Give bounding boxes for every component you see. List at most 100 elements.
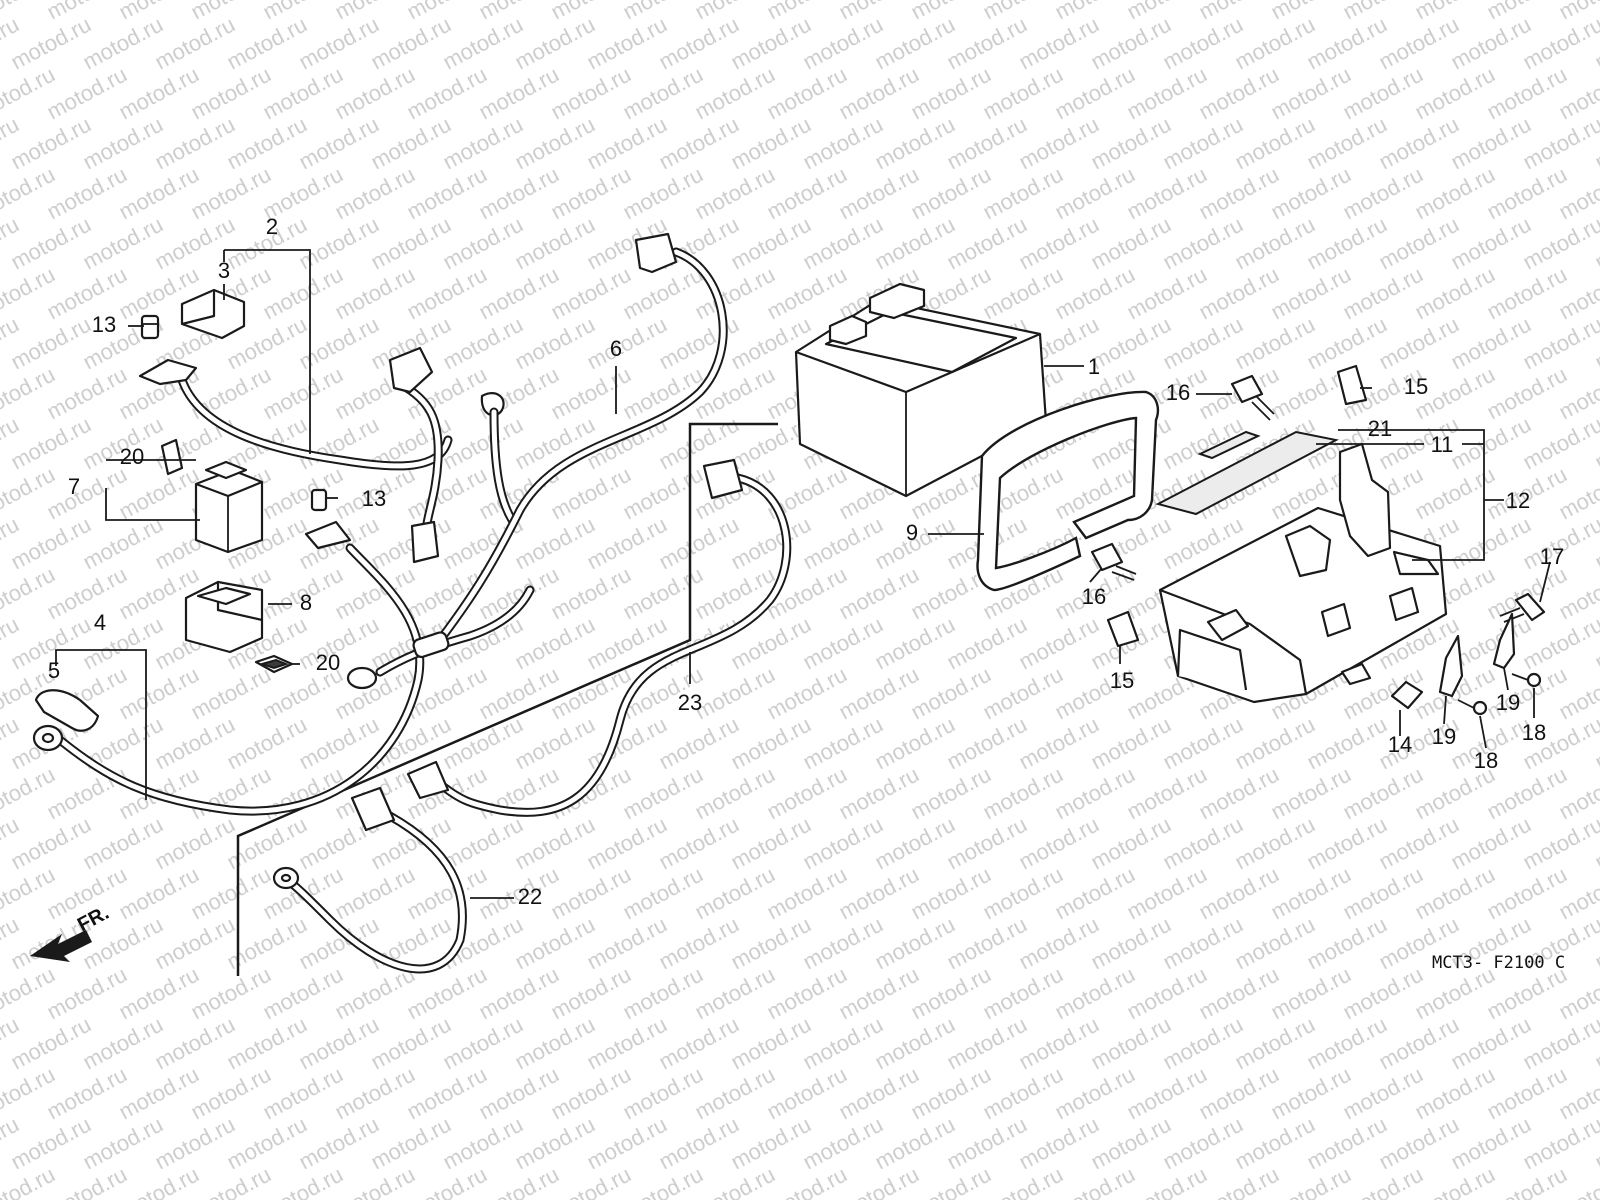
- watermark-text: motod.ru: [619, 262, 707, 325]
- watermark-text: motod.ru: [871, 1012, 959, 1075]
- watermark-text: motod.ru: [1483, 162, 1571, 225]
- watermark-text: motod.ru: [259, 962, 347, 1025]
- watermark-text: motod.ru: [79, 512, 167, 575]
- watermark-text: motod.ru: [871, 12, 959, 75]
- watermark-text: motod.ru: [115, 162, 203, 225]
- watermark-text: motod.ru: [979, 162, 1067, 225]
- watermark-text: motod.ru: [1159, 12, 1247, 75]
- watermark-text: motod.ru: [943, 912, 1031, 975]
- watermark-text: motod.ru: [655, 12, 743, 75]
- watermark-text: motod.ru: [655, 512, 743, 575]
- watermark-text: motod.ru: [619, 962, 707, 1025]
- watermark-text: motod.ru: [1159, 1012, 1247, 1075]
- watermark-text: motod.ru: [799, 712, 887, 775]
- watermark-text: motod.ru: [511, 612, 599, 675]
- watermark-text: motod.ru: [1231, 212, 1319, 275]
- watermark-text: motod.ru: [1483, 262, 1571, 325]
- callout-6: 6: [610, 336, 622, 361]
- watermark-text: motod.ru: [943, 1112, 1031, 1175]
- watermark-text: motod.ru: [1375, 112, 1463, 175]
- watermark-text: motod.ru: [439, 112, 527, 175]
- watermark-text: motod.ru: [1051, 162, 1139, 225]
- watermark-text: motod.ru: [43, 162, 131, 225]
- watermark-text: motod.ru: [943, 612, 1031, 675]
- watermark-text: motod.ru: [1483, 362, 1571, 425]
- watermark-text: motod.ru: [259, 1062, 347, 1125]
- pad-21: [1197, 430, 1261, 460]
- callout-20-lower: 20: [316, 650, 340, 675]
- watermark-text: motod.ru: [1051, 762, 1139, 825]
- watermark-text: motod.ru: [799, 512, 887, 575]
- watermark-text: motod.ru: [619, 1062, 707, 1125]
- watermark-text: motod.ru: [151, 1012, 239, 1075]
- watermark-text: motod.ru: [1375, 812, 1463, 875]
- watermark-text: motod.ru: [691, 1062, 779, 1125]
- callout-8: 8: [300, 590, 312, 615]
- watermark-text: motod.ru: [1231, 1112, 1319, 1175]
- watermark-text: motod.ru: [259, 262, 347, 325]
- screw-18-left: [1457, 699, 1488, 716]
- watermark-text: motod.ru: [187, 662, 275, 725]
- watermark-text: motod.ru: [655, 712, 743, 775]
- watermark-text: motod.ru: [79, 1112, 167, 1175]
- callout-21: 21: [1368, 416, 1392, 441]
- watermark-text: motod.ru: [1483, 862, 1571, 925]
- watermark-text: motod.ru: [367, 12, 455, 75]
- watermark-text: motod.ru: [7, 412, 95, 475]
- watermark-text: motod.ru: [1087, 12, 1175, 75]
- watermark-text: motod.ru: [1051, 962, 1139, 1025]
- watermark-text: motod.ru: [979, 62, 1067, 125]
- watermark-text: motod.ru: [43, 262, 131, 325]
- watermark-text: motod.ru: [547, 162, 635, 225]
- watermark-text: motod.ru: [43, 462, 131, 525]
- battery-box: [1158, 442, 1448, 704]
- watermark-text: motod.ru: [151, 1112, 239, 1175]
- watermark-text: motod.ru: [1411, 462, 1499, 525]
- watermark-text: motod.ru: [1015, 12, 1103, 75]
- watermark-text: motod.ru: [1087, 212, 1175, 275]
- watermark-text: motod.ru: [943, 112, 1031, 175]
- watermark-text: motod.ru: [1015, 212, 1103, 275]
- clip-14: [1390, 680, 1424, 710]
- watermark-text: motod.ru: [1195, 62, 1283, 125]
- watermark-text: motod.ru: [511, 12, 599, 75]
- watermark-text: motod.ru: [763, 1062, 851, 1125]
- watermark-text: motod.ru: [115, 962, 203, 1025]
- watermark-text: motod.ru: [1303, 712, 1391, 775]
- callout-16-upper: 16: [1166, 380, 1190, 405]
- watermark-text: motod.ru: [511, 1012, 599, 1075]
- watermark-text: motod.ru: [583, 512, 671, 575]
- watermark-text: motod.ru: [1267, 62, 1355, 125]
- watermark-text: motod.ru: [1267, 262, 1355, 325]
- bolt-16-upper: [1230, 374, 1275, 421]
- callout-5: 5: [48, 658, 60, 683]
- watermark-text: motod.ru: [1303, 1112, 1391, 1175]
- watermark-text: motod.ru: [727, 812, 815, 875]
- watermark-text: motod.ru: [115, 1062, 203, 1125]
- watermark-text: motod.ru: [799, 912, 887, 975]
- watermark-text: motod.ru: [1159, 212, 1247, 275]
- watermark-text: motod.ru: [79, 812, 167, 875]
- watermark-text: motod.ru: [1015, 712, 1103, 775]
- fuse-20-lower: [254, 654, 294, 674]
- watermark-text: motod.ru: [583, 1112, 671, 1175]
- watermark-text: motod.ru: [259, 362, 347, 425]
- watermark-text: motod.ru: [1303, 212, 1391, 275]
- watermark-text: motod.ru: [403, 462, 491, 525]
- screw-18-right: [1511, 672, 1542, 688]
- watermark-text: motod.ru: [331, 62, 419, 125]
- watermark-text: motod.ru: [223, 112, 311, 175]
- watermark-text: motod.ru: [43, 962, 131, 1025]
- callout-7: 7: [68, 474, 80, 499]
- watermark-text: motod.ru: [1123, 1062, 1211, 1125]
- watermark-text: motod.ru: [223, 1112, 311, 1175]
- cable-23: [406, 458, 792, 817]
- watermark-text: motod.ru: [511, 1112, 599, 1175]
- watermark-text: motod.ru: [1411, 62, 1499, 125]
- watermark-text: motod.ru: [799, 12, 887, 75]
- watermark-text: motod.ru: [1015, 1112, 1103, 1175]
- watermark-text: motod.ru: [979, 662, 1067, 725]
- watermark-text: motod.ru: [439, 12, 527, 75]
- watermark-text: motod.ru: [439, 212, 527, 275]
- watermark-text: motod.ru: [1123, 162, 1211, 225]
